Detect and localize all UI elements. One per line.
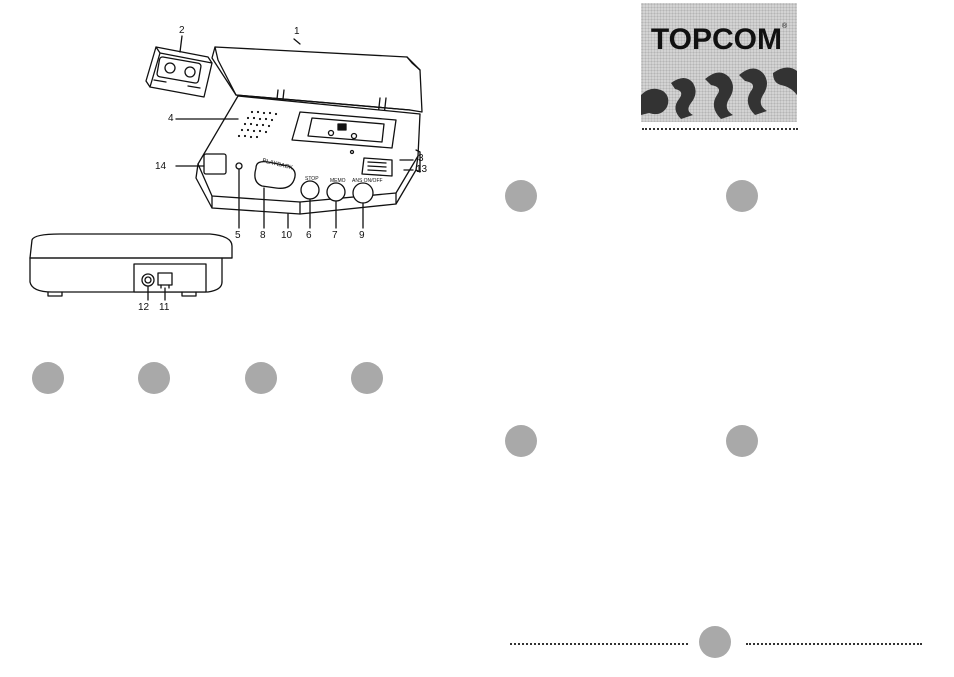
callout-8: 8: [260, 230, 266, 241]
callout-4: 4: [168, 113, 174, 124]
section-marker-circle: [32, 362, 64, 394]
speaker-grille: [237, 110, 278, 139]
callout-2: 2: [179, 25, 185, 36]
cassette-compartment: [291, 111, 397, 155]
section-marker-circle: [505, 180, 537, 212]
callout-1: 1: [294, 26, 300, 37]
topcom-logo: TOPCOM®: [641, 3, 797, 122]
section-marker-circle: [245, 362, 277, 394]
cassette-tape: [145, 46, 213, 98]
page-number-marker: [699, 626, 731, 658]
logo-divider: [642, 128, 798, 130]
section-marker-circle: [351, 362, 383, 394]
volume-control: [361, 157, 393, 177]
ans-button: [352, 182, 374, 204]
stop-label: STOP: [305, 176, 319, 182]
trademark-symbol: ®: [781, 23, 788, 30]
callout-10: 10: [281, 230, 293, 241]
callout-12: 12: [138, 302, 150, 313]
section-marker-circle: [726, 425, 758, 457]
playback-button: [254, 160, 296, 189]
wave-graphic: [641, 67, 797, 119]
section-marker-circle: [138, 362, 170, 394]
ans-label: ANS ON/OFF: [352, 178, 383, 184]
section-marker-circle: [505, 425, 537, 457]
callout-13: 13: [416, 164, 428, 175]
callout-11: 11: [159, 302, 170, 313]
lid: [211, 46, 423, 113]
callout-7: 7: [332, 230, 338, 241]
memo-button: [326, 182, 346, 202]
callout-6: 6: [306, 230, 312, 241]
button-14: [203, 153, 227, 175]
rear-view: [29, 233, 233, 301]
callout-9: 9: [359, 230, 365, 241]
callout-3: 3: [418, 153, 424, 164]
callout-14: 14: [155, 161, 167, 172]
line-socket: [157, 272, 173, 286]
memo-label: MEMO: [330, 178, 346, 184]
callout-5: 5: [235, 230, 241, 241]
stop-button: [300, 180, 320, 200]
footer-rule-left: [510, 643, 688, 645]
section-marker-circle: [726, 180, 758, 212]
logo-wordmark: TOPCOM: [650, 23, 782, 56]
footer-rule-right: [746, 643, 922, 645]
